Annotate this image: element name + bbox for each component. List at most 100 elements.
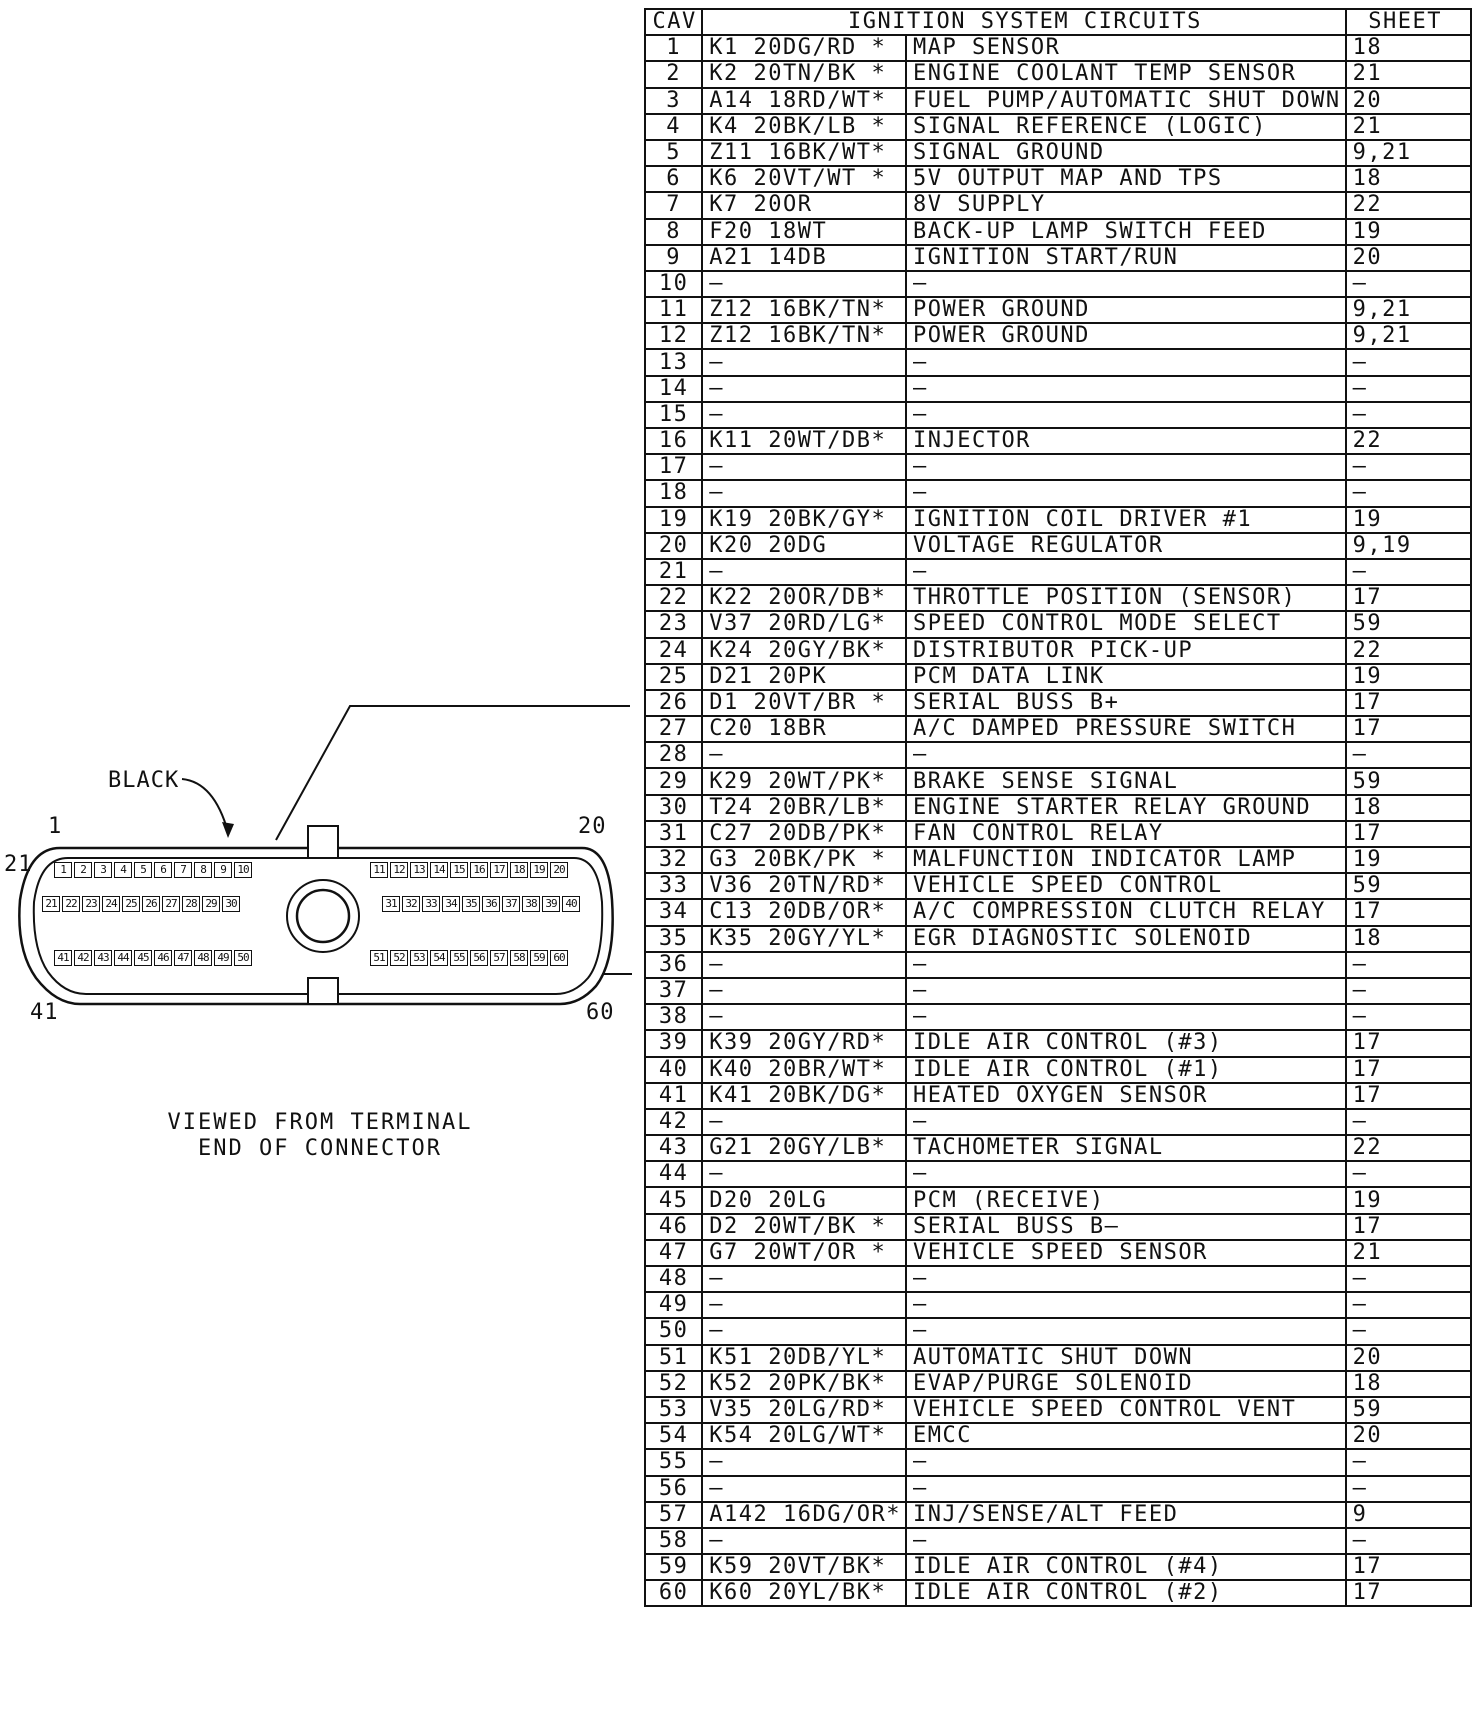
connector-pin: 25 (122, 896, 140, 912)
sheet-cell: 22 (1344, 426, 1472, 456)
wire-cell: G3 20BK/PK * (701, 845, 907, 875)
description-cell: AUTOMATIC SHUT DOWN (904, 1343, 1347, 1372)
sheet-cell: — (1344, 269, 1472, 299)
wire-cell: A142 16DG/OR* (701, 1500, 907, 1529)
connector-pin: 30 (222, 896, 240, 912)
sheet-cell: 22 (1344, 191, 1472, 220)
cav-cell: 10 (643, 269, 704, 299)
table-row: 37——— (643, 976, 1472, 1006)
cav-cell: 44 (643, 1160, 704, 1189)
cav-cell: 34 (643, 898, 704, 927)
sheet-cell: 59 (1344, 1395, 1472, 1425)
cav-cell: 33 (643, 872, 704, 901)
wire-cell: — (701, 1474, 907, 1503)
cav-cell: 30 (643, 793, 704, 822)
wire-cell: K40 20BR/WT* (701, 1055, 907, 1084)
cav-cell: 28 (643, 741, 704, 770)
connector-pin: 13 (410, 862, 428, 878)
cav-cell: 57 (643, 1500, 704, 1529)
caption-line-1: VIEWED FROM TERMINAL (167, 1110, 473, 1135)
sheet-cell: 17 (1344, 715, 1472, 744)
connector-pin: 8 (194, 862, 212, 878)
connector-pin: 11 (370, 862, 388, 878)
description-cell: — (904, 1526, 1347, 1556)
connector-pin: 46 (154, 950, 172, 966)
connector-pin: 34 (442, 896, 460, 912)
wire-cell: K41 20BK/DG* (701, 1081, 907, 1110)
sheet-cell: — (1344, 950, 1472, 979)
connector-pin: 4 (114, 862, 132, 878)
connector-pin: 15 (450, 862, 468, 878)
description-cell: THROTTLE POSITION (SENSOR) (904, 584, 1347, 613)
sheet-cell: 22 (1344, 1134, 1472, 1163)
wire-cell: — (701, 557, 907, 587)
sheet-cell: — (1344, 976, 1472, 1006)
cav-cell: 46 (643, 1212, 704, 1241)
cav-cell: 45 (643, 1186, 704, 1215)
description-cell: — (904, 348, 1347, 377)
description-cell: — (904, 479, 1347, 508)
description-cell: — (904, 1291, 1347, 1320)
cav-cell: 43 (643, 1134, 704, 1163)
wire-cell: T24 20BR/LB* (701, 793, 907, 822)
wire-cell: G7 20WT/OR * (701, 1238, 907, 1268)
description-cell: — (904, 1107, 1347, 1137)
sheet-cell: 17 (1344, 1029, 1472, 1058)
wire-cell: — (701, 1160, 907, 1189)
description-cell: — (904, 741, 1347, 770)
wire-cell: K20 20DG (701, 531, 907, 560)
cav-cell: 11 (643, 296, 704, 325)
sheet-cell: 20 (1344, 1422, 1472, 1451)
description-cell: VEHICLE SPEED SENSOR (904, 1238, 1347, 1268)
connector-pin: 17 (490, 862, 508, 878)
sheet-cell: 18 (1344, 34, 1472, 63)
wire-cell: K39 20GY/RD* (701, 1029, 907, 1058)
connector-pin: 42 (74, 950, 92, 966)
wire-cell: K35 20GY/YL* (701, 924, 907, 953)
wire-cell: — (701, 976, 907, 1006)
wire-cell: V35 20LG/RD* (701, 1395, 907, 1425)
wire-cell: K22 20OR/DB* (701, 584, 907, 613)
connector-pin: 20 (550, 862, 568, 878)
description-cell: HEATED OXYGEN SENSOR (904, 1081, 1347, 1110)
connector-pin: 1 (54, 862, 72, 878)
sheet-cell: 9,21 (1344, 138, 1472, 168)
cav-cell: 16 (643, 426, 704, 456)
sheet-cell: 18 (1344, 165, 1472, 194)
wire-cell: V36 20TN/RD* (701, 872, 907, 901)
cav-cell: 22 (643, 584, 704, 613)
description-cell: ENGINE COOLANT TEMP SENSOR (904, 60, 1347, 89)
cav-cell: 27 (643, 715, 704, 744)
sheet-cell: 17 (1344, 1579, 1472, 1608)
cav-cell: 36 (643, 950, 704, 979)
pin-1-label: 1 (48, 814, 63, 839)
connector-pin: 27 (162, 896, 180, 912)
wire-cell: A14 18RD/WT* (701, 86, 907, 115)
connector-pin: 5 (134, 862, 152, 878)
table-header-row: CAV IGNITION SYSTEM CIRCUITS SHEET (643, 7, 1472, 37)
cav-cell: 60 (643, 1579, 704, 1608)
sheet-cell: — (1344, 557, 1472, 587)
sheet-cell: — (1344, 400, 1472, 430)
description-cell: SERIAL BUSS B+ (904, 688, 1347, 718)
connector-pin: 47 (174, 950, 192, 966)
sheet-cell: — (1344, 1317, 1472, 1346)
description-cell: MAP SENSOR (904, 34, 1347, 63)
wire-cell: — (701, 1264, 907, 1294)
header-sheet: SHEET (1344, 7, 1472, 37)
sheet-cell: — (1344, 741, 1472, 770)
cav-cell: 55 (643, 1448, 704, 1477)
cav-cell: 56 (643, 1474, 704, 1503)
header-cav: CAV (643, 7, 704, 37)
wire-cell: K59 20VT/BK* (701, 1553, 907, 1582)
